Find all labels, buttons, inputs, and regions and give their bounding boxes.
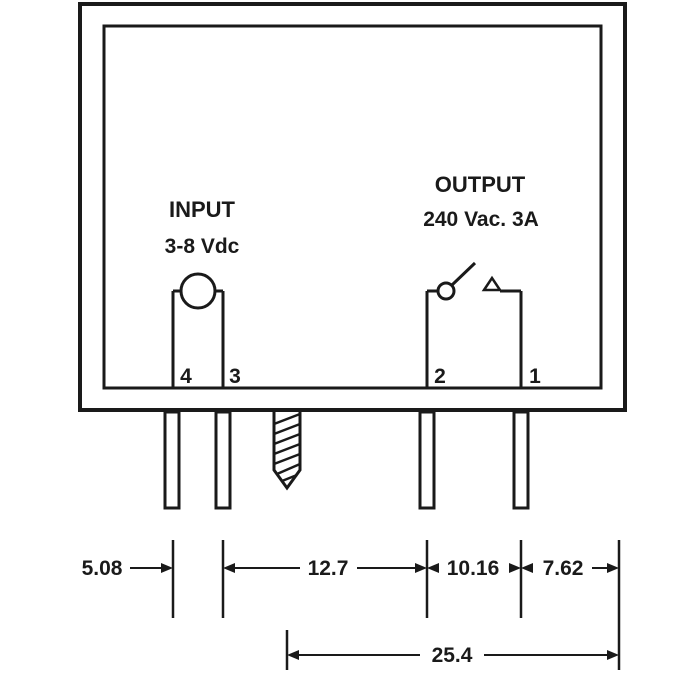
- switch-arm: [450, 261, 477, 287]
- output-title: OUTPUT: [435, 172, 526, 197]
- arrowhead: [607, 563, 619, 573]
- pin-1: [512, 410, 530, 510]
- arrowhead: [521, 563, 533, 573]
- housing-outer: [78, 2, 627, 412]
- switch-triangle-icon: [481, 275, 503, 292]
- output-spec: 240 Vac. 3A: [423, 208, 539, 231]
- arrowhead: [427, 563, 439, 573]
- arrowhead: [415, 563, 427, 573]
- output-switch-symbol: [425, 261, 523, 388]
- input-led-symbol: [171, 272, 225, 388]
- pin-3: [214, 410, 232, 510]
- arrowhead: [509, 563, 521, 573]
- input-title: INPUT: [169, 197, 236, 222]
- extension-lines: [171, 540, 621, 670]
- pin-2: [418, 410, 436, 510]
- led-icon: [179, 272, 217, 310]
- pin-4: [163, 410, 181, 510]
- mounting-screw: [272, 412, 302, 491]
- pin-label-4: 4: [180, 365, 192, 388]
- housing-inner: [102, 24, 603, 390]
- dim-input-to-output: 12.7: [308, 557, 349, 580]
- input-spec: 3-8 Vdc: [165, 235, 240, 258]
- pin-label-1: 1: [529, 365, 541, 388]
- dim-pin-spacing: 5.08: [82, 557, 123, 580]
- dim-overall: 25.4: [432, 644, 473, 667]
- switch-contact-icon: [436, 281, 456, 301]
- dim-edge-offset: 7.62: [543, 557, 584, 580]
- arrowhead: [287, 650, 299, 660]
- arrowhead: [223, 563, 235, 573]
- dim-output-pin-spacing: 10.16: [447, 557, 500, 580]
- pin-label-3: 3: [229, 365, 241, 388]
- arrowhead: [161, 563, 173, 573]
- arrowhead: [607, 650, 619, 660]
- pin-label-2: 2: [434, 365, 446, 388]
